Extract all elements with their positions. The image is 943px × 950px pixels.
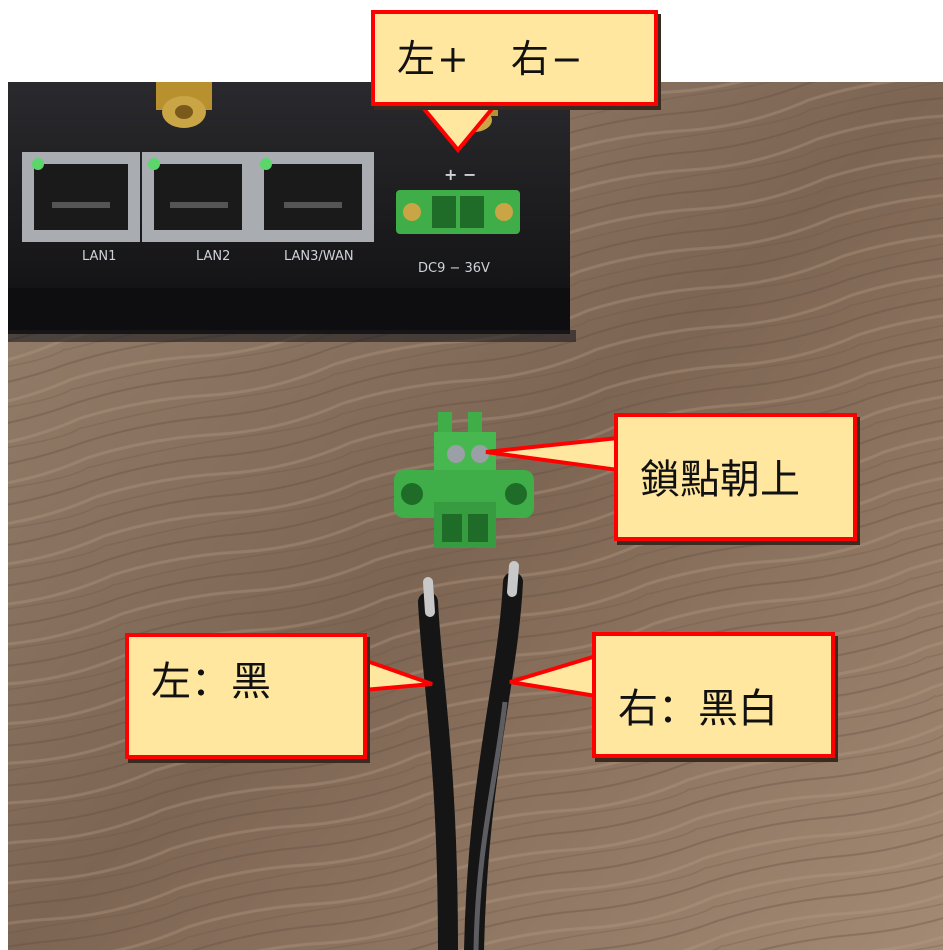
- port-label-lan2: LAN2: [196, 249, 230, 264]
- router: LAN1 LAN2 LAN3/WAN + − DC9 − 36V: [8, 82, 576, 342]
- terminal-block-plug: [394, 412, 534, 548]
- port-label-lan1: LAN1: [82, 249, 116, 264]
- lan-port-2: [142, 152, 254, 242]
- power-terminal-marks: + −: [444, 165, 476, 184]
- lan-port-1: [22, 152, 140, 242]
- lan-port-3: [252, 152, 374, 242]
- power-input-label: DC9 − 36V: [418, 261, 490, 276]
- port-label-lan3-wan: LAN3/WAN: [284, 249, 354, 264]
- callout-polarity: 左+ 右−: [371, 10, 658, 106]
- callout-lock-up-text: 鎖點朝上: [640, 457, 800, 503]
- callout-right-wire: 右：黑白: [592, 632, 835, 758]
- callout-left-wire: 左：黑: [125, 633, 367, 759]
- power-terminal-socket: [396, 190, 520, 234]
- callout-polarity-text: 左+ 右−: [397, 37, 585, 81]
- callout-lock-up: 鎖點朝上: [614, 413, 857, 541]
- callout-right-wire-text: 右：黑白: [618, 686, 778, 732]
- callout-left-wire-text: 左：黑: [151, 659, 271, 705]
- power-wires: [418, 561, 523, 950]
- antenna-connector-left: [156, 82, 212, 128]
